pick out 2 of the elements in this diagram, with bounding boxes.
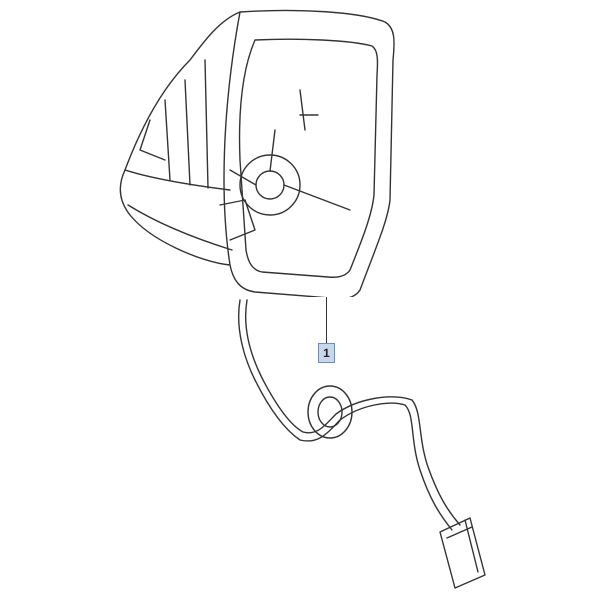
leader-line	[326, 296, 327, 344]
callout-number: 1	[318, 343, 335, 363]
